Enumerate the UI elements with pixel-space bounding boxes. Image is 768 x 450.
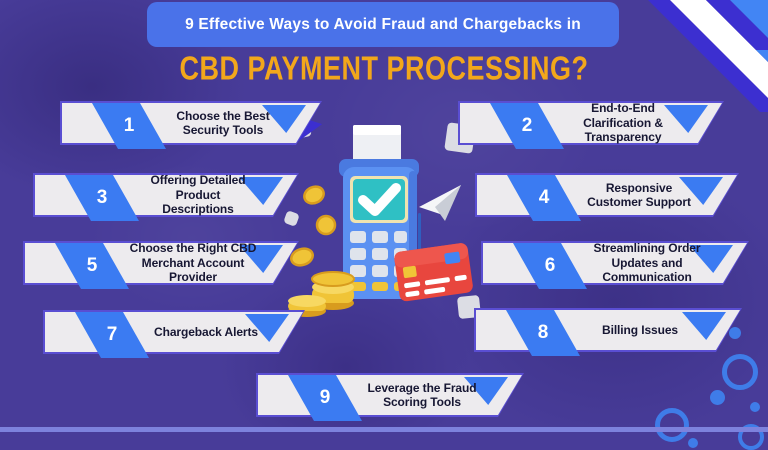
step-banner-1: 1 Choose the Best Security Tools bbox=[62, 103, 320, 149]
step-banner-9: 9 Leverage the Fraud Scoring Tools bbox=[258, 375, 522, 421]
step-label: Offering Detailed Product Descriptions bbox=[150, 173, 246, 217]
step-banner-4: 4 Responsive Customer Support bbox=[477, 175, 737, 221]
step-number: 4 bbox=[538, 187, 550, 208]
circle-ring-decoration bbox=[722, 354, 758, 390]
step-banner-5: 5 Choose the Right CBD Merchant Account … bbox=[25, 241, 297, 289]
step-banner-6: 6 Streamlining Order Updates and Communi… bbox=[483, 241, 747, 289]
circle-dot-decoration bbox=[710, 390, 725, 405]
step-label: Billing Issues bbox=[602, 322, 678, 337]
circle-dot-decoration bbox=[688, 438, 698, 448]
paper-plane-icon bbox=[419, 185, 461, 221]
page-title: CBD PAYMENT PROCESSING? bbox=[179, 50, 589, 87]
step-number: 5 bbox=[86, 255, 98, 276]
step-banner-8: 8 Billing Issues bbox=[476, 310, 740, 356]
payment-illustration bbox=[288, 125, 473, 317]
circle-ring-decoration bbox=[655, 408, 689, 442]
gold-coins-icon bbox=[290, 185, 337, 267]
step-number: 1 bbox=[123, 115, 135, 136]
corner-stripes-decoration bbox=[648, 0, 768, 112]
step-number: 6 bbox=[544, 255, 556, 276]
step-banner-2: 2 End-to-End Clarification & Transparenc… bbox=[460, 101, 722, 149]
step-number: 3 bbox=[96, 187, 108, 208]
bottom-edge-strip bbox=[0, 427, 768, 432]
step-number: 9 bbox=[319, 387, 331, 408]
header-subtitle: 9 Effective Ways to Avoid Fraud and Char… bbox=[185, 15, 581, 33]
checkmark-icon bbox=[358, 183, 401, 216]
step-number: 7 bbox=[106, 324, 118, 345]
step-label: Choose the Best Security Tools bbox=[176, 108, 270, 137]
step-number: 8 bbox=[537, 322, 549, 343]
step-banner-7: 7 Chargeback Alerts bbox=[45, 312, 303, 358]
step-label: Responsive Customer Support bbox=[587, 180, 691, 209]
step-label: Leverage the Fraud Scoring Tools bbox=[367, 380, 477, 409]
header-banner: 9 Effective Ways to Avoid Fraud and Char… bbox=[147, 2, 619, 47]
step-banner-3: 3 Offering Detailed Product Descriptions bbox=[35, 173, 297, 221]
step-label: Choose the Right CBD Merchant Account Pr… bbox=[129, 241, 257, 285]
circle-dot-decoration bbox=[750, 402, 760, 412]
step-label: End-to-End Clarification & Transparency bbox=[583, 101, 663, 145]
circle-dot-decoration bbox=[729, 327, 741, 339]
step-number: 2 bbox=[521, 115, 533, 136]
step-label: Chargeback Alerts bbox=[154, 324, 258, 339]
step-label: Streamlining Order Updates and Communica… bbox=[593, 241, 701, 285]
credit-card-icon bbox=[394, 243, 473, 302]
